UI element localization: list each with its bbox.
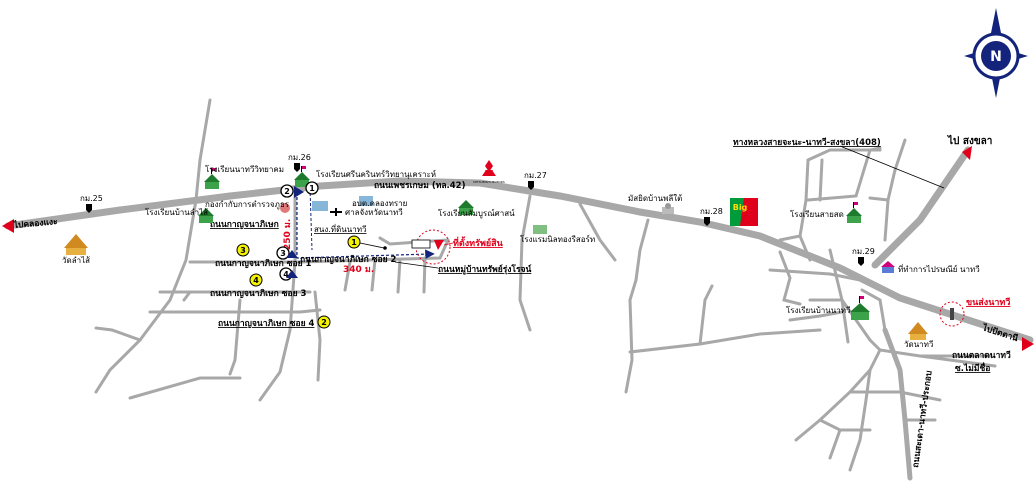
numbered-marker: 1 [347,235,361,249]
km-marker-28: กม.28 [700,207,723,226]
junction-marker [286,250,298,258]
scales-icon [330,208,342,216]
label-school-ban-lamsai: โรงเรียนบ้านลำไส้ [145,207,208,217]
svg-text:กม.27: กม.27 [524,171,547,180]
property-location: ที่ตั้งทรัพย์สิน [411,229,504,265]
destination-arrow-west: ไปคลองแงะ [2,216,58,233]
label-soi-2: ถนนกาญจนาภิเษก ซอย 2 [300,254,397,265]
compass-letter: N [990,49,1002,65]
label-soi-3: ถนนกาญจนาภิเษก ซอย 3 [210,288,307,299]
label-post-office: ที่ทำการไปรษณีย์ นาทวี [898,263,980,274]
minor-roads-left [94,98,450,402]
label-property: ที่ตั้งทรัพย์สิน [453,236,504,249]
numbered-marker: 1 [305,181,319,195]
police-icon [280,203,290,213]
svg-text:2: 2 [321,318,327,327]
big-c-logo-icon: Big [730,198,758,226]
mitsubishi-logo-icon: MITSUBISHI MOTORS [473,160,505,184]
svg-text:กม.26: กม.26 [288,153,311,162]
main-highway-road [4,177,1034,344]
label-school-boonsala: โรงเรียนสัมบูรณ์ศาสน์ [438,208,515,219]
songkhla-road [871,146,972,269]
hotel-icon [533,225,547,234]
label-school-natawee-witthayakhom: โรงเรียนนาทวีวิทยาคม [205,164,284,174]
label-soi-1: ถนนกาญจนาภิเษก ซอย 1 [215,258,312,269]
numbered-marker: 4 [249,273,263,287]
road-network [4,98,1034,481]
label-songkhla-route: ทางหลวงสายจะนะ-นาทวี-สงขลา(408) [733,137,881,148]
minor-roads-right [768,138,997,472]
numbered-marker: 2 [317,315,331,329]
label-mosque: มัสยิดบ้านพลีใต้ [628,194,682,203]
minor-roads-middle [518,146,882,394]
destination-songkhla: ไป สงขลา [947,134,992,147]
temple-icon [64,234,88,255]
distance-label-2: 340 ม. [343,265,374,275]
school-icon [846,202,862,223]
bus-icon [950,308,954,320]
temple-icon [908,322,928,340]
km-marker-26: กม.26 [288,153,311,172]
label-land-office: สนง.ที่ดินนาทวี [314,223,366,234]
label-school-srinakharin: โรงเรียนศรีนครินทร์วิทยานุเคราะห์ [316,169,436,179]
school-icon [458,200,474,215]
svg-text:4: 4 [253,276,259,285]
svg-text:MITSUBISHI MOTORS: MITSUBISHI MOTORS [473,180,505,184]
destination-pattani: ไปปัตตานี [980,322,1019,344]
sadao-road [882,327,913,481]
school-icon [204,168,220,189]
label-soi-no-name: ซ.ไม่มีชื่อ [955,361,990,374]
label-abt: อบต.คลองทราย [352,199,407,208]
svg-text:2: 2 [284,187,290,196]
compass-rose: N [964,8,1028,98]
label-school-ban-natawee: โรงเรียนบ้านนาทวี [786,305,850,315]
svg-text:กม.29: กม.29 [852,247,875,256]
svg-text:Big: Big [733,203,748,212]
destination-arrow-north: ไป สงขลา [947,134,992,160]
label-bus-station: ขนส่งนาทวี [966,297,1010,308]
property-pin-icon [434,240,444,250]
school-icon [294,166,310,187]
svg-text:กม.25: กม.25 [80,194,103,203]
destination-khlong-ngae: ไปคลองแงะ [12,216,58,231]
label-kanchana-road: ถนนกาญจนาภิเษก [210,219,279,230]
km-marker-27: กม.27 [524,171,547,190]
label-talat-road: ถนนตลาดนาทวี [952,350,1011,361]
bus-station-highlight [939,301,965,327]
numbered-marker: 2 [280,184,294,198]
school-icon [198,208,214,223]
label-police-office: กองกำกับการตำรวจภูธร [205,200,290,210]
label-soi-4: ถนนกาญจนาภิเษก ซอย 4 [218,318,315,329]
building-icon [312,201,328,211]
label-main-highway: ถนนเพชรเกษม (ทล.42) [374,181,466,191]
label-temple-natawee: วัดนาทวี [904,340,933,349]
school-icon [850,296,870,320]
numbered-marker: 3 [236,243,250,257]
junction-marker [286,270,298,278]
building-icon [359,196,373,206]
svg-text:1: 1 [309,184,315,193]
label-hotel: โรงแรมนิลทองรีสอร์ท [520,234,595,244]
mosque-icon [662,203,674,214]
svg-text:3: 3 [280,249,286,258]
numbered-marker: 3 [276,246,290,260]
svg-text:1: 1 [351,238,357,247]
label-court: ศาลจังหวัดนาทวี [345,208,403,217]
km-marker-29: กม.29 [852,247,875,266]
label-temple-lamsai: วัดลำไส้ [62,256,90,265]
junction-marker [294,186,304,198]
post-office-icon [881,261,895,273]
svg-text:3: 3 [240,246,246,255]
km-marker-25: กม.25 [80,194,103,213]
label-school-sai-sot: โรงเรียนสายสด [790,209,844,219]
label-village-road: ถนนหมู่บ้านทรัพย์รุ่งโรจน์ [438,264,532,275]
svg-text:4: 4 [283,270,289,279]
svg-text:กม.28: กม.28 [700,207,723,216]
distance-label-1: 250 ม. [283,219,293,250]
